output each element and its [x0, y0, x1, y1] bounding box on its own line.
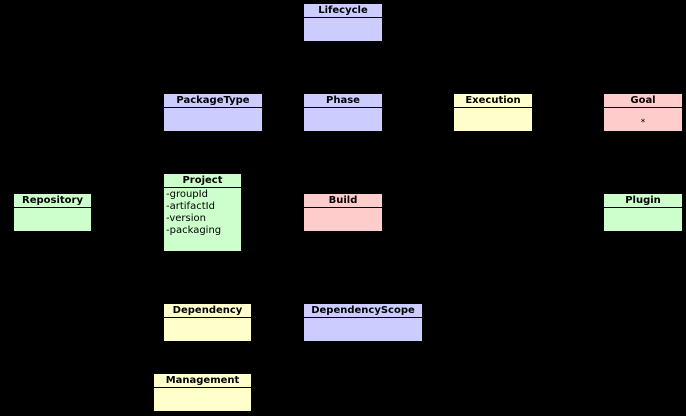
class-project-attribute: -artifactId — [166, 201, 215, 212]
class-dependency-name: Dependency — [164, 304, 251, 318]
class-project-attribute: -groupId — [166, 189, 208, 200]
class-goal-multiplicity: * — [640, 118, 646, 128]
class-repository-name: Repository — [14, 194, 91, 208]
class-dependency[interactable]: Dependency — [163, 303, 252, 342]
class-build-name: Build — [304, 194, 382, 208]
class-dependencyscope[interactable]: DependencyScope — [303, 303, 423, 342]
class-lifecycle-name: Lifecycle — [304, 4, 382, 18]
class-plugin-name: Plugin — [604, 194, 682, 208]
class-packagetype-name: PackageType — [164, 94, 262, 108]
class-packagetype[interactable]: PackageType — [163, 93, 263, 132]
class-project-attributes: -groupId -artifactId -version -packaging — [164, 188, 241, 237]
class-project-name: Project — [164, 174, 241, 188]
class-repository[interactable]: Repository — [13, 193, 92, 232]
class-goal-name: Goal — [604, 94, 682, 108]
class-plugin[interactable]: Plugin — [603, 193, 683, 232]
class-execution-name: Execution — [454, 94, 532, 108]
class-execution[interactable]: Execution — [453, 93, 533, 132]
class-management[interactable]: Management — [153, 373, 252, 412]
class-project-attribute: -packaging — [166, 225, 222, 236]
class-dependencyscope-name: DependencyScope — [304, 304, 422, 318]
class-project[interactable]: Project -groupId -artifactId -version -p… — [163, 173, 242, 252]
class-management-name: Management — [154, 374, 251, 388]
class-build[interactable]: Build — [303, 193, 383, 232]
class-goal[interactable]: Goal * — [603, 93, 683, 132]
class-phase[interactable]: Phase — [303, 93, 383, 132]
class-lifecycle[interactable]: Lifecycle — [303, 3, 383, 42]
class-phase-name: Phase — [304, 94, 382, 108]
class-project-attribute: -version — [166, 213, 206, 224]
